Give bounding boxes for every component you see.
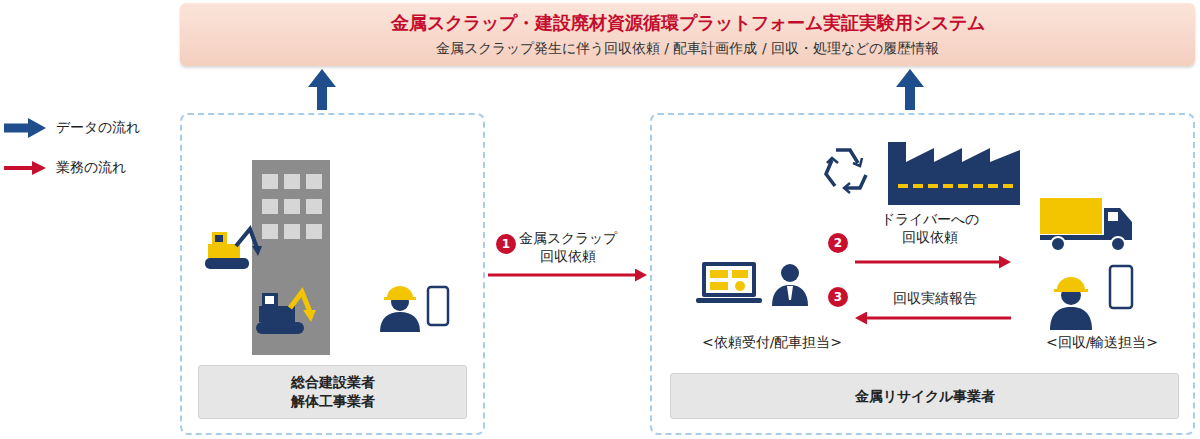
data-flow-arrow: [317, 87, 327, 110]
actor-group: <依頼受付/配車担当> <回収/輸送担当> 金属リサイクル事業者: [650, 113, 1195, 435]
recycle-icon: [826, 150, 866, 193]
system-banner: 金属スクラップ・建設廃材資源循環プラットフォーム実証実験用システム金属スクラップ…: [180, 3, 1195, 66]
callout-number: 2: [828, 233, 848, 253]
work-flow-arrow: [867, 317, 1011, 320]
worker-icon: [1050, 277, 1092, 330]
excavator-icon: [205, 229, 262, 269]
callout-number: 3: [828, 287, 848, 307]
role-caption: <依頼受付/配車担当>: [702, 333, 842, 351]
name-band: 総合建設業者 解体工事業者: [198, 365, 467, 419]
worker-icon: [380, 286, 420, 332]
system-title: 金属スクラップ・建設廃材資源循環プラットフォーム実証実験用システム: [391, 11, 985, 35]
legend-label: データの流れ: [56, 119, 140, 137]
callout-number: 1: [496, 234, 516, 254]
actor-group: 総合建設業者 解体工事業者: [180, 113, 485, 435]
truck-icon: [1040, 198, 1132, 251]
edge-label: 金属スクラップ 回収依頼: [516, 229, 620, 265]
role-group: <回収/輸送担当>: [1014, 192, 1190, 352]
smartphone-icon: [428, 287, 448, 325]
legend-arrow-data: [4, 118, 46, 138]
excavator-icon: [256, 292, 316, 334]
legend-arrow-work: [4, 161, 46, 175]
edge-label: ドライバーへの 回収依頼: [878, 210, 982, 246]
factory-icon: [888, 142, 1020, 205]
group-name: 金属リサイクル事業者: [855, 387, 995, 406]
work-flow-arrow: [855, 261, 999, 264]
system-subtitle: 金属スクラップ発生に伴う回収依頼 / 配車計画作成 / 回収・処理などの履歴情報: [436, 40, 939, 58]
group-name: 総合建設業者 解体工事業者: [283, 373, 383, 411]
laptop-icon: [696, 262, 762, 303]
edge-label: 回収実績報告: [875, 289, 995, 307]
role-group: <依頼受付/配車担当>: [692, 252, 852, 352]
legend-label: 業務の流れ: [56, 159, 126, 177]
smartphone-icon: [1110, 266, 1132, 308]
staff-icon: [772, 264, 808, 306]
role-caption: <回収/輸送担当>: [1046, 333, 1158, 351]
work-flow-arrow: [488, 274, 635, 277]
name-band: 金属リサイクル事業者: [670, 373, 1179, 419]
building-icon: [252, 160, 330, 355]
data-flow-arrow: [905, 87, 915, 110]
